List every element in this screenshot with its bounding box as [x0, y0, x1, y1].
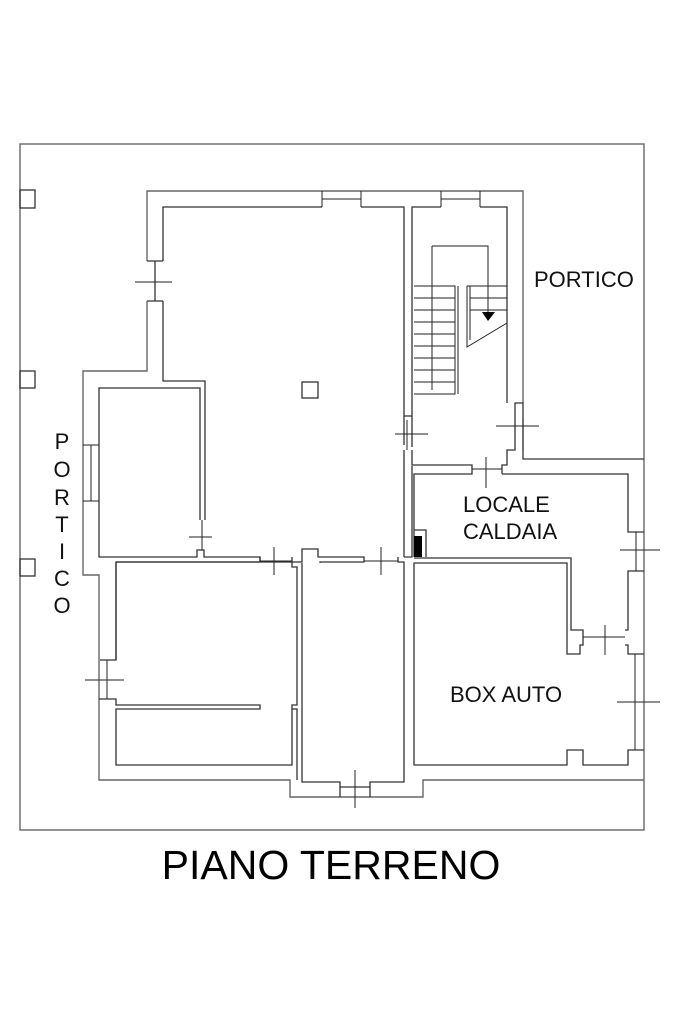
pillar	[19, 558, 36, 577]
page-title: PIANO TERRENO	[162, 842, 501, 888]
label-locale: LOCALE	[463, 492, 550, 517]
label-caldaia: CALDAIA	[463, 519, 557, 544]
service-walls	[395, 402, 660, 766]
label-portico-letter: O	[53, 593, 70, 618]
label-portico-east: PORTICO	[534, 267, 634, 292]
label-portico-letter: I	[59, 539, 65, 564]
label-portico-letter: R	[54, 485, 70, 510]
interior-walls	[85, 547, 405, 808]
exterior-walls	[82, 190, 644, 798]
label-portico-letter: C	[54, 566, 70, 591]
property-boundary	[19, 143, 645, 831]
column	[301, 381, 319, 399]
stair-direction-arrow-icon	[482, 312, 495, 321]
staircase	[414, 245, 508, 395]
label-box-auto: BOX AUTO	[450, 682, 562, 707]
label-portico-letter: O	[53, 457, 70, 482]
label-portico-west: P O R T I C O	[53, 429, 70, 618]
label-portico-letter: P	[55, 429, 70, 454]
pillar	[19, 189, 36, 209]
label-portico-letter: T	[55, 512, 68, 537]
pillar	[19, 370, 36, 389]
boiler-icon	[414, 536, 422, 557]
